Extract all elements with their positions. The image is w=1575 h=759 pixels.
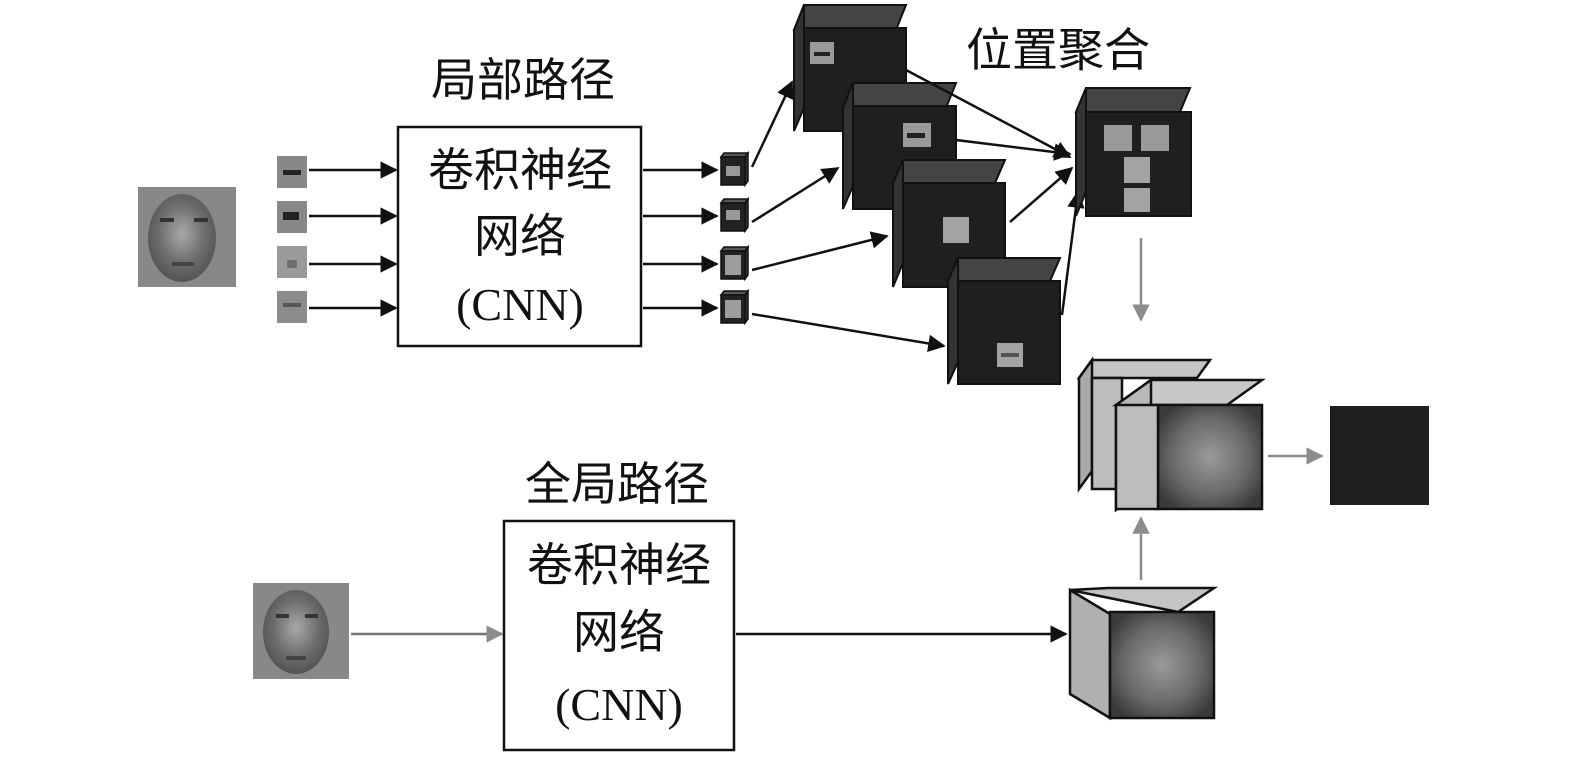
local-input-face-image <box>138 187 236 287</box>
feature-cube-small-2 <box>719 196 750 234</box>
local-cnn-box <box>396 125 643 348</box>
arrow-cube2-to-aggregate <box>955 138 1072 161</box>
local-cnn-line1: 卷积神经 <box>428 143 612 197</box>
arrow-feature1-to-cube1 <box>750 80 794 168</box>
local-patch-mouth <box>277 291 307 323</box>
feature-cube-small-1 <box>719 150 750 188</box>
arrow-feature4-to-cube4 <box>751 312 946 353</box>
local-cnn-line3: (CNN) <box>456 279 584 330</box>
fused-feature-cube-front <box>1112 377 1266 513</box>
local-path-title: 局部路径 <box>431 53 615 107</box>
local-cnn-line2: 网络 <box>474 209 566 263</box>
aggregated-feature-cube <box>1074 87 1192 217</box>
output-block <box>1330 406 1429 505</box>
feature-cube-small-4 <box>719 288 750 326</box>
arrow-cube1-to-aggregate <box>905 68 1072 159</box>
global-input-face-image <box>253 583 349 679</box>
aggregation-title: 位置聚合 <box>966 23 1150 77</box>
global-feature-cube <box>1068 586 1219 721</box>
global-cnn-line2: 网络 <box>573 605 665 659</box>
arrow-feature3-to-cube3 <box>751 231 889 272</box>
local-patch-left-eye <box>277 156 307 188</box>
global-path-title: 全局路径 <box>525 457 709 511</box>
global-cnn-box <box>502 519 736 752</box>
local-patch-nose <box>277 246 307 278</box>
global-cnn-line1: 卷积神经 <box>527 538 711 592</box>
arrow-cube3-to-aggregate <box>1009 166 1074 223</box>
feature-cube-mouth <box>946 257 1062 385</box>
arrow-feature2-to-cube2 <box>751 166 840 224</box>
global-cnn-line3: (CNN) <box>555 679 683 730</box>
feature-cube-small-3 <box>719 244 750 282</box>
local-patch-right-eye <box>277 201 307 233</box>
